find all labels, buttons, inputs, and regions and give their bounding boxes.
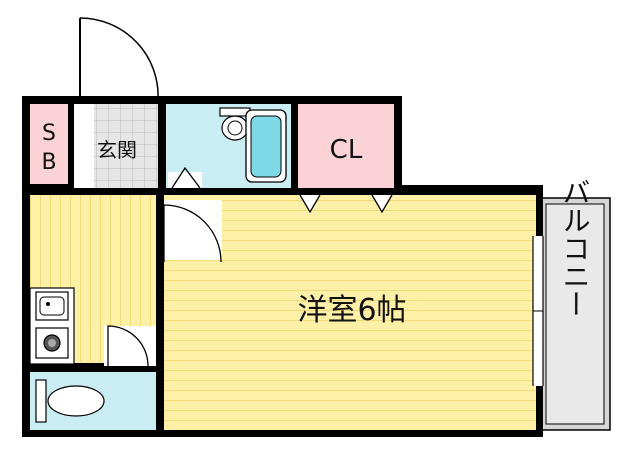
western-room-label: 洋室6帖 [297,293,406,328]
sb-label-b: B [41,150,56,175]
entrance-label: 玄関 [97,138,137,162]
room-sb [30,104,68,184]
room-bathroom [166,104,291,189]
balcony-window [532,236,544,386]
room-western [163,194,536,430]
sb-label-s: S [42,121,56,146]
kitchen-door [104,325,156,367]
room-washroom [30,372,156,430]
entrance-door [79,17,159,101]
bath-door [168,166,202,189]
room-closet [298,104,394,188]
stove-icon [35,327,69,359]
kitchen [29,195,156,367]
room-door [163,200,222,263]
closet-door-markers [299,194,393,214]
balcony [539,197,611,431]
balcony-label: バルコニー [559,178,592,318]
washbasin-icon [35,379,105,423]
room-entrance [74,104,158,188]
closet-label: CL [330,135,363,165]
bathtub-icon [245,109,287,183]
sink-icon [35,291,69,321]
